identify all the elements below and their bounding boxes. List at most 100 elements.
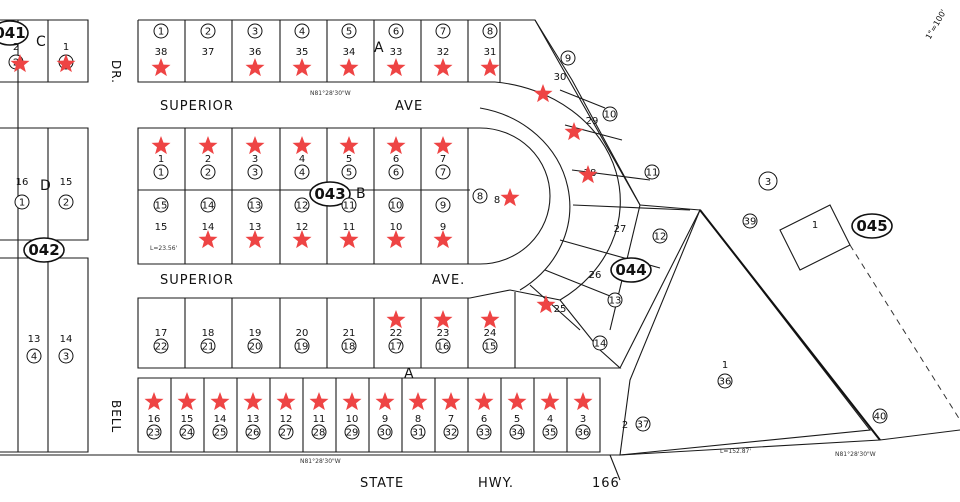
- lot-row4-star-6: [433, 310, 453, 329]
- svg-text:L=152.87': L=152.87': [720, 448, 751, 455]
- lot-row4-circle-6-circle: [435, 338, 451, 354]
- lot-row1-circle-6-circle: [435, 23, 451, 39]
- lot-row5-circle-10-circle: [476, 424, 492, 440]
- lot-row3-circle-0-circle: [153, 197, 169, 213]
- lot-row2-circle-3: 4: [299, 168, 305, 179]
- lot-row4-circle-6: 16: [437, 342, 450, 353]
- lot-row5-number-0: 16: [148, 414, 161, 425]
- lot-row2-star-4: [339, 136, 359, 155]
- lot-row5-circle-6: 29: [346, 428, 359, 439]
- reference-ovals: 041 042 043 044 045: [0, 20, 893, 283]
- bearing-annotations: N81°28'30"W N81°28'30"W N81°28'30"W L=15…: [150, 90, 876, 465]
- lot-row3-circle-6: 9: [440, 201, 446, 212]
- lot-row1-circle-2: 3: [252, 27, 258, 38]
- parcel-37-circle-circle: [635, 416, 651, 432]
- street-state: STATE: [360, 476, 404, 491]
- lot-row1-star-3: [292, 58, 312, 77]
- lot-row3-number-6: 9: [440, 222, 446, 233]
- lot-row3-circle-4-circle: [341, 197, 357, 213]
- lot-row4-number-5: 22: [390, 328, 403, 339]
- lot-row3-number-1: 14: [202, 222, 215, 233]
- svg-text:N81°28'30"W: N81°28'30"W: [310, 90, 351, 97]
- lot-row5-star-11: [507, 392, 527, 411]
- lot-row5-circle-0-circle: [146, 424, 162, 440]
- lot-fan-number-4: 26: [589, 270, 602, 281]
- lot-row1-circle-1: 2: [205, 27, 211, 38]
- parcel-39-circle-circle: [742, 213, 758, 229]
- parcel-1b-number: 1: [812, 220, 818, 231]
- lot-row4-circle-2: 20: [249, 342, 262, 353]
- lot-row5-star-9: [441, 392, 461, 411]
- lot-left-number-4: 13: [28, 334, 41, 345]
- lot-row4-circle-0: 22: [155, 342, 168, 353]
- lot-left-number-2: 16: [16, 177, 29, 188]
- lot-row4-circle-4-circle: [341, 338, 357, 354]
- lot-row4-number-0: 17: [155, 328, 168, 339]
- lot-row2-circle-2: 3: [252, 168, 258, 179]
- street-labels: SUPERIOR AVE SUPERIOR AVE. STATE HWY. 16…: [109, 60, 619, 491]
- lot-row5-circle-2: 25: [214, 428, 227, 439]
- lot-row2-circle-4-circle: [341, 164, 357, 180]
- lot-row4-number-2: 19: [249, 328, 262, 339]
- lot-row2-circle-6: 7: [440, 168, 446, 179]
- lot-row3-circle-0: 15: [155, 201, 168, 212]
- lot-row4-star-7: [480, 310, 500, 329]
- lot-left-circle-4-circle: [26, 348, 42, 364]
- lot-row2-star-1: [198, 136, 218, 155]
- ref-042: 042: [23, 237, 65, 263]
- lot-row5-number-8: 8: [415, 414, 421, 425]
- lot-row1-number-5: 33: [390, 47, 403, 58]
- lot-row2-number-1: 2: [205, 154, 211, 165]
- lot-row1-circle-0: 1: [158, 27, 164, 38]
- lot-left-number-5: 14: [60, 334, 73, 345]
- lot-row3-circle-1: 14: [202, 201, 215, 212]
- lot-fan-star-2: [578, 165, 598, 184]
- lot-row5-circle-12-circle: [542, 424, 558, 440]
- lot-row5-circle-1: 24: [181, 428, 194, 439]
- lot-8-star: [500, 188, 520, 207]
- lot-row4-number-1: 18: [202, 328, 215, 339]
- lot-row5-number-13: 3: [580, 414, 586, 425]
- lot-row5-number-7: 9: [382, 414, 388, 425]
- lot-row3-circle-5: 10: [390, 201, 403, 212]
- lot-fan-number-3: 27: [614, 224, 627, 235]
- lot-row1-circle-2-circle: [247, 23, 263, 39]
- lot-left-star-0: [10, 54, 30, 73]
- lot-row3-number-0: 15: [155, 222, 168, 233]
- lot-row5-number-3: 13: [247, 414, 260, 425]
- ref-043: 043: [309, 181, 351, 207]
- lot-row1-circle-7-circle: [482, 23, 498, 39]
- lot-row2-number-0: 1: [158, 154, 164, 165]
- parcel-3-circle: [758, 171, 778, 191]
- svg-text:N81°28'30"W: N81°28'30"W: [300, 458, 341, 465]
- svg-text:L=23.56': L=23.56': [150, 245, 178, 252]
- lot-row5-circle-2-circle: [212, 424, 228, 440]
- parcel-40-circle: 40: [874, 412, 887, 423]
- lot-row2-circle-2-circle: [247, 164, 263, 180]
- lot-row4-circle-3-circle: [294, 338, 310, 354]
- lot-row5-circle-8: 31: [412, 428, 425, 439]
- parcel-37-circle: 37: [637, 420, 650, 431]
- lot-row2-circle-5-circle: [388, 164, 404, 180]
- lot-fan-circle-5-circle: [592, 335, 608, 351]
- svg-text:N81°28'30"W: N81°28'30"W: [835, 451, 876, 458]
- lot-row5-circle-13-circle: [575, 424, 591, 440]
- lot-row2-star-2: [245, 136, 265, 155]
- lot-row4-star-5: [386, 310, 406, 329]
- street-superior-mid: SUPERIOR: [160, 273, 234, 288]
- lot-fan-number-0: 30: [554, 72, 567, 83]
- lot-row5-circle-5-circle: [311, 424, 327, 440]
- lot-row5-circle-4: 27: [280, 428, 293, 439]
- lot-row5-star-6: [342, 392, 362, 411]
- lot-row4-number-4: 21: [343, 328, 356, 339]
- lot-row1-number-6: 32: [437, 47, 450, 58]
- lot-row1-circle-0-circle: [153, 23, 169, 39]
- lot-row3-star-4: [339, 230, 359, 249]
- lot-row5-circle-13: 36: [577, 428, 590, 439]
- lot-row1-number-1: 37: [202, 47, 215, 58]
- lot-row1-circle-4-circle: [341, 23, 357, 39]
- lot-fan-circle-0: 9: [565, 54, 571, 65]
- block-c: C: [36, 34, 46, 50]
